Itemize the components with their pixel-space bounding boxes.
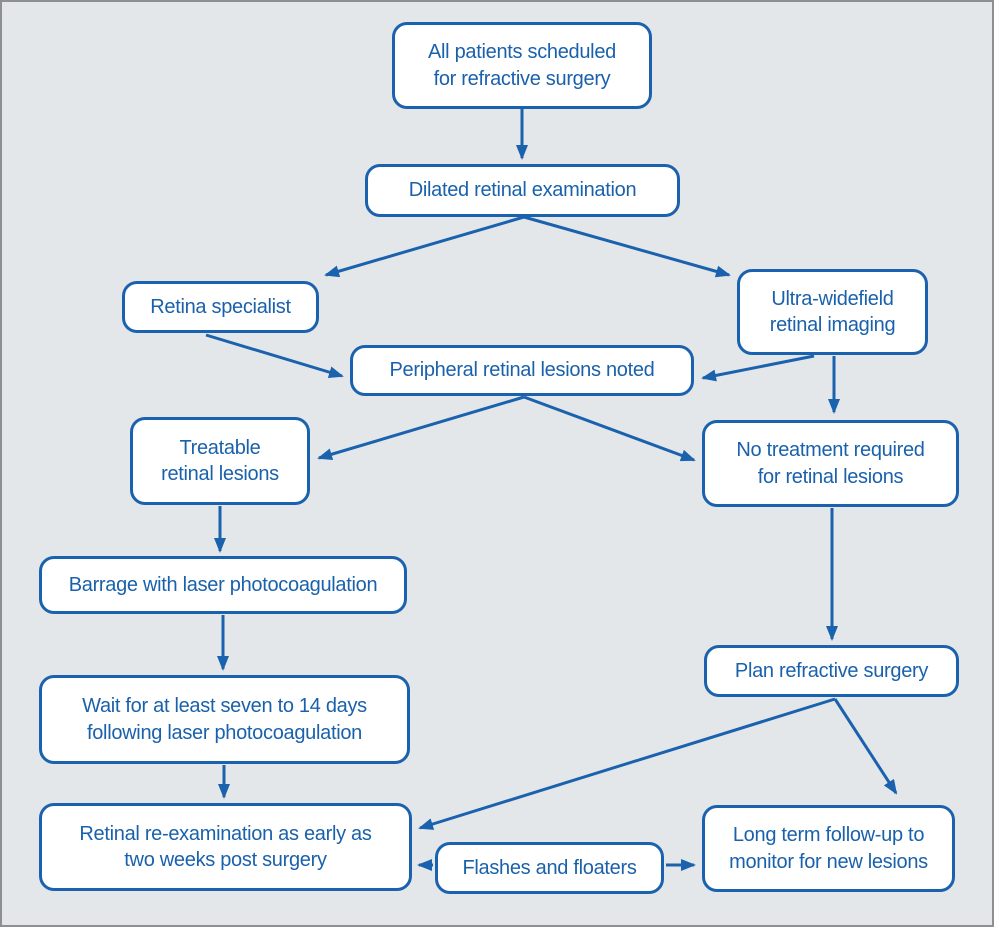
node-all-patients-label: All patients scheduled for refractive su… (428, 41, 616, 90)
node-retinal-reexamination: Retinal re-examination as early as two w… (39, 803, 412, 891)
node-all-patients: All patients scheduled for refractive su… (392, 22, 652, 109)
node-no-treatment-required: No treatment required for retinal lesion… (702, 420, 959, 507)
arrow-ultra-widefield-to-peripheral (701, 354, 815, 382)
node-retinal-reexamination-label: Retinal re-examination as early as two w… (79, 822, 372, 871)
node-dilated-examination: Dilated retinal examination (365, 164, 680, 217)
node-treatable-lesions: Treatable retinal lesions (130, 417, 310, 505)
node-no-treatment-required-label: No treatment required for retinal lesion… (736, 439, 925, 488)
node-ultra-widefield-imaging: Ultra-widefield retinal imaging (737, 269, 928, 355)
node-flashes-and-floaters-label: Flashes and floaters (462, 856, 637, 879)
arrow-peripheral-to-no-treatment (523, 395, 696, 462)
node-retina-specialist: Retina specialist (122, 281, 319, 333)
node-treatable-lesions-label: Treatable retinal lesions (161, 436, 279, 485)
node-peripheral-lesions-noted-label: Peripheral retinal lesions noted (389, 359, 655, 382)
node-long-term-followup: Long term follow-up to monitor for new l… (702, 805, 955, 892)
node-plan-refractive-surgery-label: Plan refractive surgery (734, 659, 929, 682)
node-barrage-laser-label: Barrage with laser photocoagulation (68, 573, 378, 596)
arrow-retina-specialist-to-peripheral (205, 333, 344, 378)
arrow-plan-surgery-to-long-term (833, 698, 898, 795)
node-wait-seven-to-14-days-label: Wait for at least seven to 14 days follo… (82, 695, 367, 744)
node-flashes-and-floaters: Flashes and floaters (435, 842, 664, 894)
node-plan-refractive-surgery: Plan refractive surgery (704, 645, 959, 697)
node-wait-seven-to-14-days: Wait for at least seven to 14 days follo… (39, 675, 410, 764)
arrow-dilated-to-ultra-widefield (523, 215, 731, 278)
node-long-term-followup-label: Long term follow-up to monitor for new l… (729, 824, 928, 873)
node-dilated-examination-label: Dilated retinal examination (408, 179, 637, 202)
node-peripheral-lesions-noted: Peripheral retinal lesions noted (350, 345, 694, 396)
node-ultra-widefield-imaging-label: Ultra-widefield retinal imaging (769, 287, 896, 336)
node-barrage-laser: Barrage with laser photocoagulation (39, 556, 407, 614)
node-retina-specialist-label: Retina specialist (150, 295, 291, 318)
arrow-peripheral-to-treatable (317, 395, 525, 461)
arrow-dilated-to-retina-specialist (324, 215, 525, 278)
